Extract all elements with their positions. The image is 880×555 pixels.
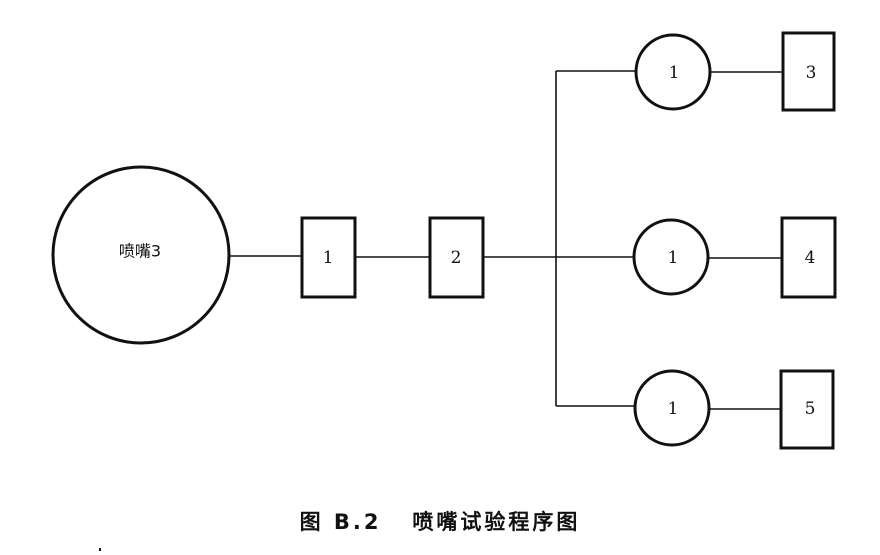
circle-bottom xyxy=(633,369,711,447)
circle-top xyxy=(634,33,712,111)
box-1-node: 1 xyxy=(300,216,357,299)
box-3-label: 3 xyxy=(806,63,817,83)
box-5-rect xyxy=(779,369,835,450)
circle-mid-label: 1 xyxy=(668,248,679,268)
box-5-node: 5 xyxy=(779,369,835,450)
box-4-node: 4 xyxy=(780,216,837,299)
circle-top-node: 1 xyxy=(634,33,712,111)
box-2-rect xyxy=(428,216,485,299)
box-3-rect xyxy=(781,31,836,112)
nozzle-label: 喷嘴3 xyxy=(119,242,161,261)
box-2-node: 2 xyxy=(428,216,485,299)
box-1-rect xyxy=(300,216,357,299)
nozzle-node: 喷嘴3 xyxy=(51,165,231,345)
figure-number: 图 B.2 xyxy=(299,510,382,534)
circle-top-label: 1 xyxy=(669,63,680,83)
figure-caption: 图 B.2 喷嘴试验程序图 xyxy=(0,506,880,536)
box-2-label: 2 xyxy=(451,248,462,268)
circle-bottom-label: 1 xyxy=(668,399,679,419)
box-3-node: 3 xyxy=(781,31,836,112)
box-4-rect xyxy=(780,216,837,299)
scan-artifact-mark xyxy=(99,548,101,551)
circle-mid xyxy=(632,218,710,296)
box-4-label: 4 xyxy=(805,248,816,268)
figure-title: 喷嘴试验程序图 xyxy=(412,510,581,534)
circle-mid-node: 1 xyxy=(632,218,710,296)
nozzle-circle xyxy=(51,165,231,345)
box-1-label: 1 xyxy=(323,248,334,268)
circle-bottom-node: 1 xyxy=(633,369,711,447)
box-5-label: 5 xyxy=(805,399,816,419)
